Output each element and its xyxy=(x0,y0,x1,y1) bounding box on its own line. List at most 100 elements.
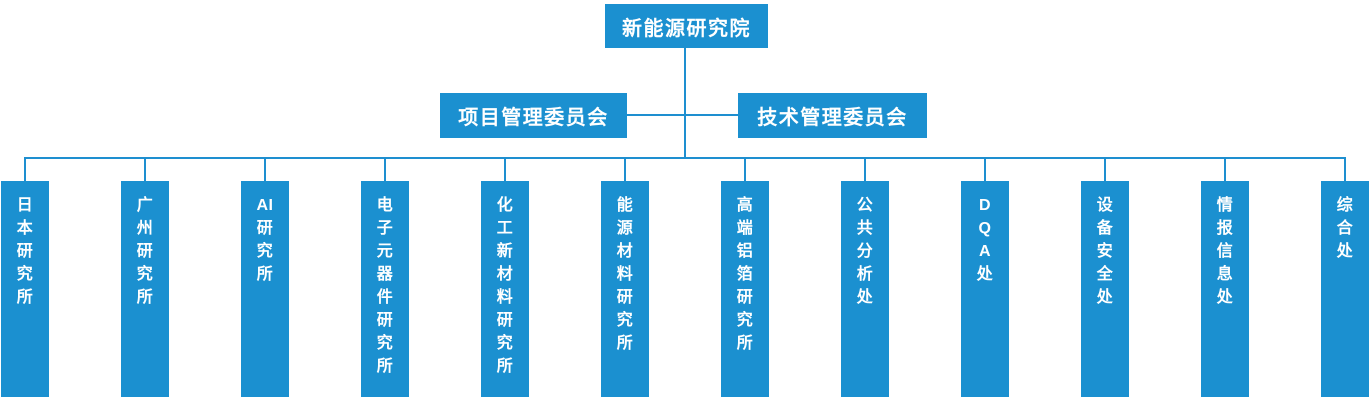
dept-label-line: 共 xyxy=(856,220,874,237)
dept-label-line: 究 xyxy=(256,243,274,260)
dept-label-line: 铝 xyxy=(736,243,754,260)
dept-label-line: 全 xyxy=(1096,266,1114,283)
org-node-project-management-committee: 项目管理委员会 xyxy=(440,93,627,138)
dept-label-line: 子 xyxy=(376,220,394,237)
dept-label-line: 料 xyxy=(616,266,634,283)
connector-stub xyxy=(24,157,26,181)
dept-label-line: 所 xyxy=(256,266,274,283)
dept-label-line: 州 xyxy=(136,220,154,237)
org-node-department: AI 研究所 xyxy=(241,181,289,397)
dept-label-line: 电 xyxy=(376,197,394,214)
dept-label-line: 研 xyxy=(616,289,634,306)
dept-label-line: 处 xyxy=(1096,289,1114,306)
connector-root-drop xyxy=(684,48,686,159)
dept-label-line: 件 xyxy=(376,289,394,306)
dept-label-line: 究 xyxy=(736,312,754,329)
dept-label-line: D xyxy=(978,197,992,214)
dept-label-line: 化 xyxy=(496,197,514,214)
dept-label-line: 研 xyxy=(16,243,34,260)
org-node-department: 设备安全处 xyxy=(1081,181,1129,397)
connector-stub xyxy=(144,157,146,181)
dept-label-line: 分 xyxy=(856,243,874,260)
connector-stub xyxy=(1344,157,1346,181)
dept-label-line: 材 xyxy=(616,243,634,260)
dept-label-line: 所 xyxy=(616,335,634,352)
dept-chemical-new-materials-institute: 化工新材料研究所 xyxy=(481,157,529,397)
dept-label-line: 材 xyxy=(496,266,514,283)
connector-trunk xyxy=(24,157,1346,159)
org-node-department: 公共分析处 xyxy=(841,181,889,397)
dept-label-line: 综 xyxy=(1336,197,1354,214)
org-node-department: 情报信息处 xyxy=(1201,181,1249,397)
dept-label-line: Q xyxy=(978,220,992,237)
dept-label-line: 析 xyxy=(856,266,874,283)
dept-label-line: 端 xyxy=(736,220,754,237)
dept-label-line: 工 xyxy=(496,220,514,237)
dept-label-line: 广 xyxy=(136,197,154,214)
connector-stub xyxy=(624,157,626,181)
org-node-department: 综合处 xyxy=(1321,181,1369,397)
dept-label-line: 箔 xyxy=(736,266,754,283)
dept-label-line: AI xyxy=(256,197,274,214)
dept-label-line: 安 xyxy=(1096,243,1114,260)
dept-label-line: 究 xyxy=(376,335,394,352)
dept-label-line: 处 xyxy=(856,289,874,306)
dept-general-office: 综合处 xyxy=(1321,157,1369,397)
dept-intelligence-information-office: 情报信息处 xyxy=(1201,157,1249,397)
dept-label-line: 研 xyxy=(496,312,514,329)
dept-japan-institute: 日本研究所 xyxy=(1,157,49,397)
dept-label-line: 料 xyxy=(496,289,514,306)
dept-label-line: 高 xyxy=(736,197,754,214)
connector-stub xyxy=(264,157,266,181)
dept-label-line: A xyxy=(978,243,992,260)
dept-label-line: 研 xyxy=(256,220,274,237)
dept-label-line: 所 xyxy=(736,335,754,352)
dept-label-line: 情 xyxy=(1216,197,1234,214)
dept-label-line: 源 xyxy=(616,220,634,237)
dept-label-line: 能 xyxy=(616,197,634,214)
dept-label-line: 公 xyxy=(856,197,874,214)
dept-guangzhou-institute: 广州研究所 xyxy=(121,157,169,397)
dept-equipment-safety-office: 设备安全处 xyxy=(1081,157,1129,397)
dept-ai-institute: AI 研究所 xyxy=(241,157,289,397)
dept-label-line: 所 xyxy=(16,289,34,306)
org-node-department: 广州研究所 xyxy=(121,181,169,397)
org-node-technology-management-committee: 技术管理委员会 xyxy=(738,93,927,138)
dept-label-line: 研 xyxy=(376,312,394,329)
dept-label-line: 研 xyxy=(736,289,754,306)
org-node-root: 新能源研究院 xyxy=(605,4,768,48)
dept-label-line: 究 xyxy=(136,266,154,283)
dept-label-line: 设 xyxy=(1096,197,1114,214)
org-node-department: 能源材料研究所 xyxy=(601,181,649,397)
dept-label-line: 本 xyxy=(16,220,34,237)
dept-label-line: 元 xyxy=(376,243,394,260)
dept-public-analysis-office: 公共分析处 xyxy=(841,157,889,397)
dept-label-line: 处 xyxy=(1336,243,1354,260)
dept-energy-materials-institute: 能源材料研究所 xyxy=(601,157,649,397)
dept-label-line: 合 xyxy=(1336,220,1354,237)
dept-label-line: 备 xyxy=(1096,220,1114,237)
connector-stub xyxy=(1224,157,1226,181)
connector-stub xyxy=(384,157,386,181)
dept-label-line: 处 xyxy=(1216,289,1234,306)
dept-label-line: 报 xyxy=(1216,220,1234,237)
dept-label-line: 研 xyxy=(136,243,154,260)
dept-electronic-components-institute: 电子元器件研究所 xyxy=(361,157,409,397)
org-node-department: 高端铝箔研究所 xyxy=(721,181,769,397)
dept-label-line: 息 xyxy=(1216,266,1234,283)
connector-stub xyxy=(744,157,746,181)
connector-stub xyxy=(1104,157,1106,181)
org-node-department: 电子元器件研究所 xyxy=(361,181,409,397)
dept-label-line: 信 xyxy=(1216,243,1234,260)
dept-label-line: 所 xyxy=(136,289,154,306)
org-node-department: 化工新材料研究所 xyxy=(481,181,529,397)
dept-label-line: 究 xyxy=(16,266,34,283)
dept-label-line: 所 xyxy=(496,358,514,375)
dept-label-line: 究 xyxy=(616,312,634,329)
connector-stub xyxy=(864,157,866,181)
org-node-department: 日本研究所 xyxy=(1,181,49,397)
